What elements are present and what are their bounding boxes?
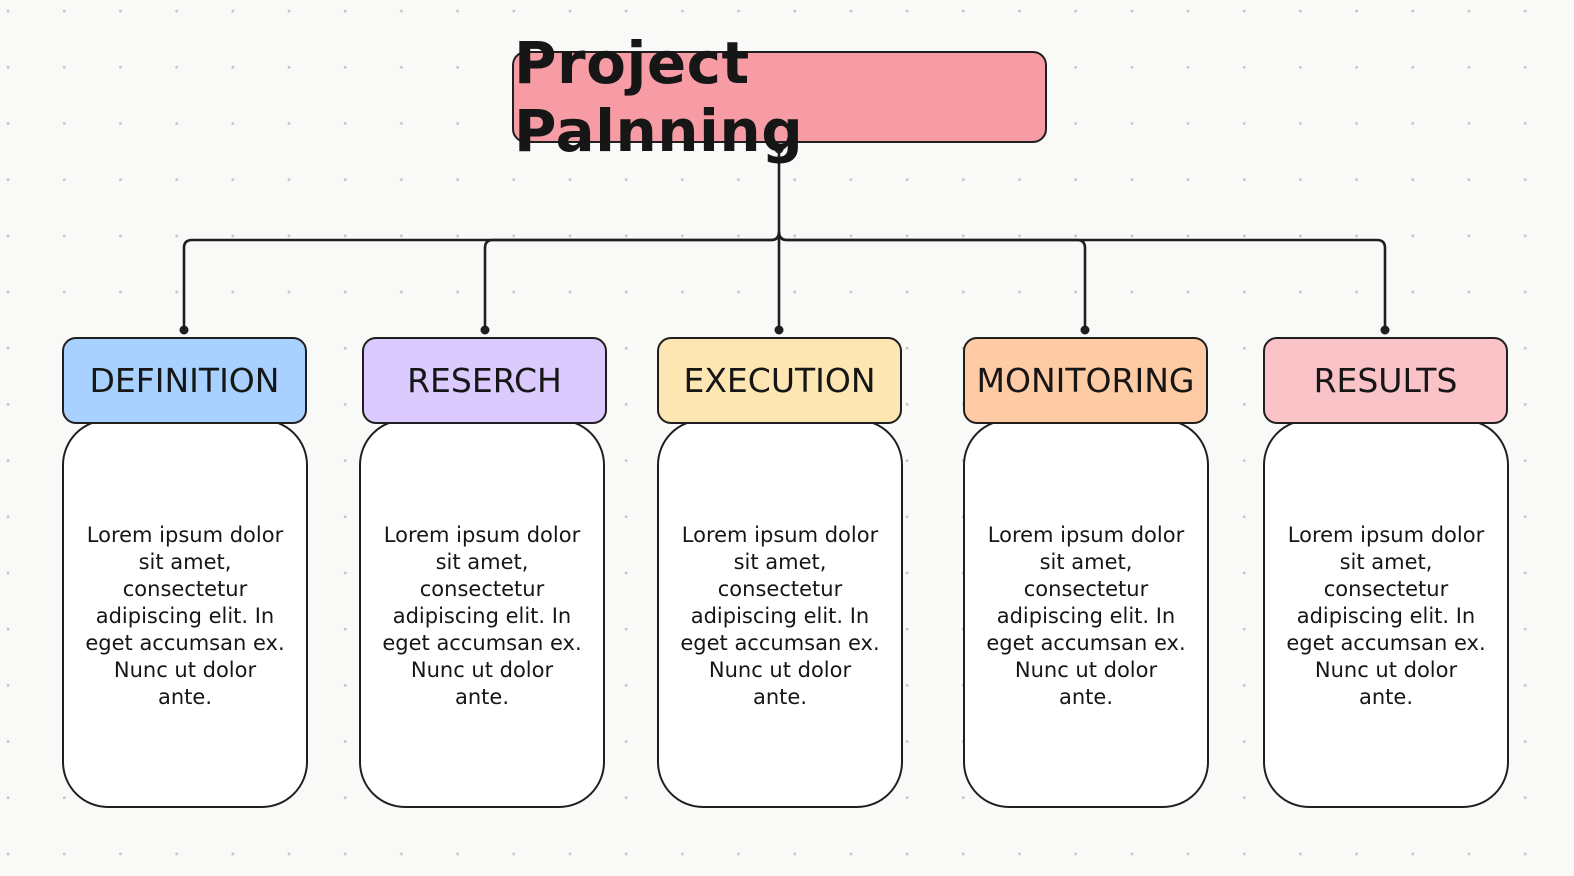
node-body-text: Lorem ipsum dolor sit amet, consectetur … (382, 523, 582, 709)
branch-anchor-dot (774, 325, 784, 335)
root-node-title[interactable]: Project Palnning (512, 29, 1047, 165)
branch-anchor-dot (480, 325, 490, 335)
branch-anchor-dot (1080, 325, 1090, 335)
node-body-monitoring[interactable]: Lorem ipsum dolor sit amet, consectetur … (963, 419, 1209, 808)
node-body-definition[interactable]: Lorem ipsum dolor sit amet, consectetur … (62, 419, 308, 808)
node-header-monitoring[interactable]: MONITORING (963, 337, 1208, 424)
branch-anchor-dot (179, 325, 189, 335)
node-body-text: Lorem ipsum dolor sit amet, consectetur … (986, 523, 1186, 709)
node-header-research[interactable]: RESERCH (362, 337, 607, 424)
root-anchor-dot (774, 144, 784, 154)
node-body-results[interactable]: Lorem ipsum dolor sit amet, consectetur … (1263, 419, 1509, 808)
branch-anchor-dot (1380, 325, 1390, 335)
branch-connector (777, 231, 1387, 330)
node-body-execution[interactable]: Lorem ipsum dolor sit amet, consectetur … (657, 419, 903, 808)
branch-connector (483, 231, 781, 330)
node-body-text: Lorem ipsum dolor sit amet, consectetur … (1286, 523, 1486, 709)
node-body-text: Lorem ipsum dolor sit amet, consectetur … (680, 523, 880, 709)
branch-connector (182, 231, 781, 330)
node-header-results[interactable]: RESULTS (1263, 337, 1508, 424)
node-body-research[interactable]: Lorem ipsum dolor sit amet, consectetur … (359, 419, 605, 808)
branch-connector (777, 231, 1087, 330)
node-header-definition[interactable]: DEFINITION (62, 337, 307, 424)
node-body-text: Lorem ipsum dolor sit amet, consectetur … (85, 523, 285, 709)
node-header-execution[interactable]: EXECUTION (657, 337, 902, 424)
